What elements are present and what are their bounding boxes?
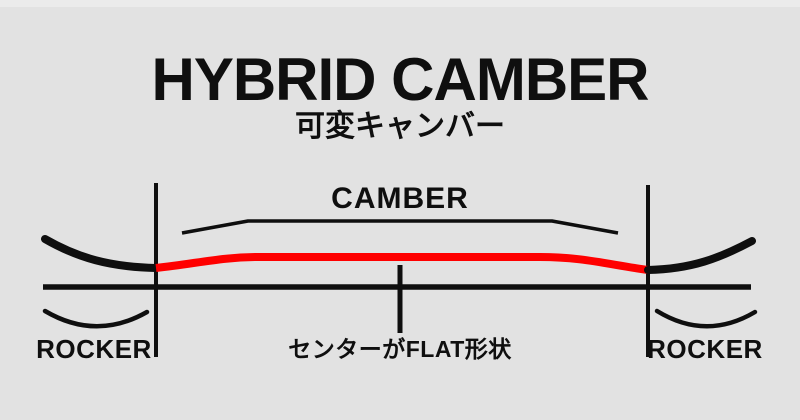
camber-bracket-line xyxy=(181,219,619,235)
top-highlight-strip xyxy=(0,0,800,7)
center-flat-label: センターがFLAT形状 xyxy=(288,336,512,362)
rocker-zone-label-right: ROCKER xyxy=(647,334,763,364)
rocker-arc-right xyxy=(654,308,758,329)
board-tail-curve xyxy=(644,237,756,274)
rocker-arc-left xyxy=(42,308,150,329)
camber-flat-highlight xyxy=(155,253,649,274)
board-nose-curve xyxy=(41,235,160,272)
rocker-zone-label-left: ROCKER xyxy=(36,334,152,364)
page-title: HYBRID CAMBER xyxy=(151,46,650,113)
page-subtitle-japanese: 可変キャンバー xyxy=(295,110,505,143)
camber-zone-label: CAMBER xyxy=(331,182,469,215)
